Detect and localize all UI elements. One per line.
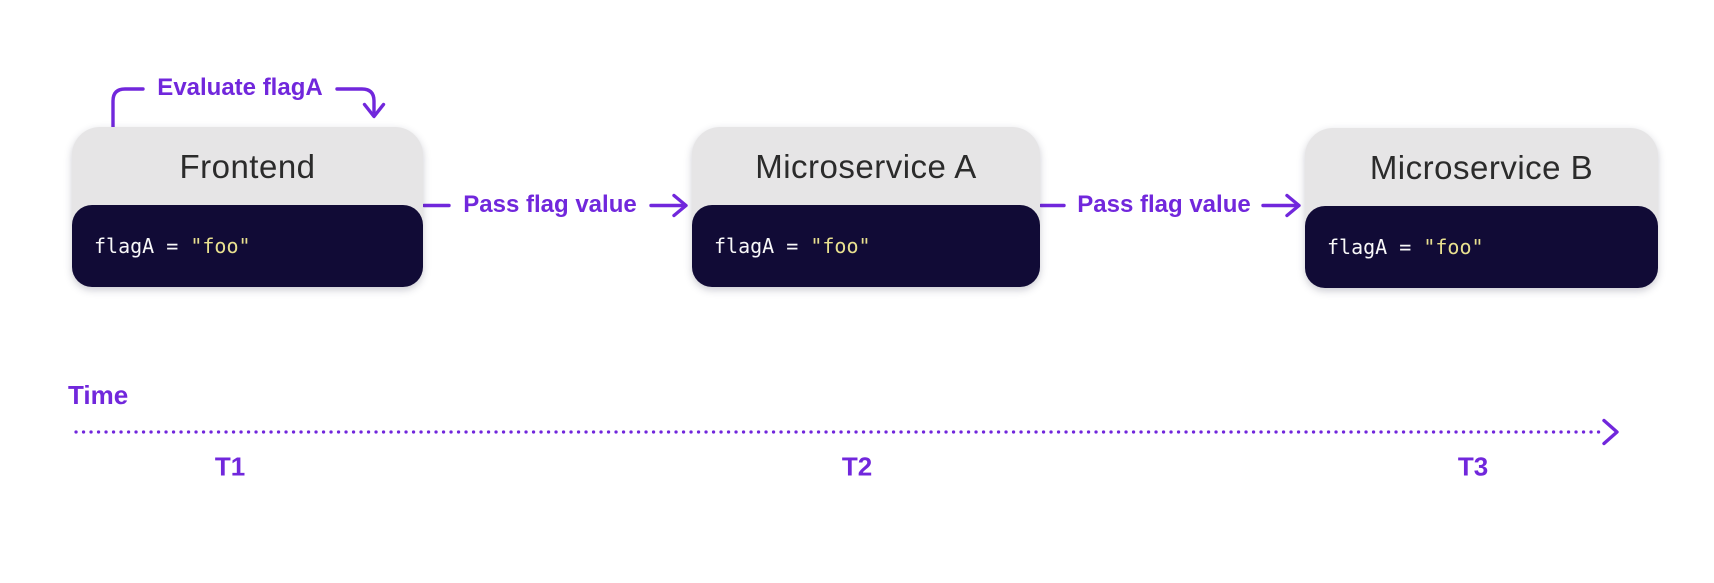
- code-string-value: "foo": [810, 234, 871, 258]
- service-title: Microservice A: [755, 148, 977, 185]
- code-block: flagA = "foo": [1305, 206, 1658, 288]
- code-declaration: flagA =: [94, 234, 191, 258]
- time-axis-label: Time: [68, 380, 129, 410]
- code-line: flagA = "foo": [1327, 235, 1484, 259]
- code-string-value: "foo": [1423, 235, 1484, 259]
- code-line: flagA = "foo": [714, 234, 871, 258]
- evaluate-flag-label: Evaluate flagA: [157, 74, 323, 101]
- pass-flag-label: Pass flag value: [1077, 191, 1251, 218]
- code-declaration: flagA =: [1327, 235, 1424, 259]
- code-block: flagA = "foo": [72, 205, 423, 287]
- service-title: Frontend: [179, 148, 316, 185]
- code-string-value: "foo": [190, 234, 251, 258]
- code-declaration: flagA =: [714, 234, 811, 258]
- service-title: Microservice B: [1369, 149, 1594, 186]
- timeline-axis: [74, 418, 1619, 446]
- code-block: flagA = "foo": [692, 205, 1040, 287]
- timeline-tick-t1: T1: [214, 451, 246, 482]
- code-line: flagA = "foo": [94, 234, 251, 258]
- service-box-microservice-a: Microservice A flagA = "foo": [692, 127, 1040, 287]
- service-box-frontend: Frontend flagA = "foo": [72, 127, 423, 287]
- timeline-tick-t2: T2: [841, 451, 873, 482]
- pass-flag-label: Pass flag value: [463, 191, 637, 218]
- timeline-tick-t3: T3: [1457, 451, 1489, 482]
- service-box-microservice-b: Microservice B flagA = "foo": [1305, 128, 1658, 288]
